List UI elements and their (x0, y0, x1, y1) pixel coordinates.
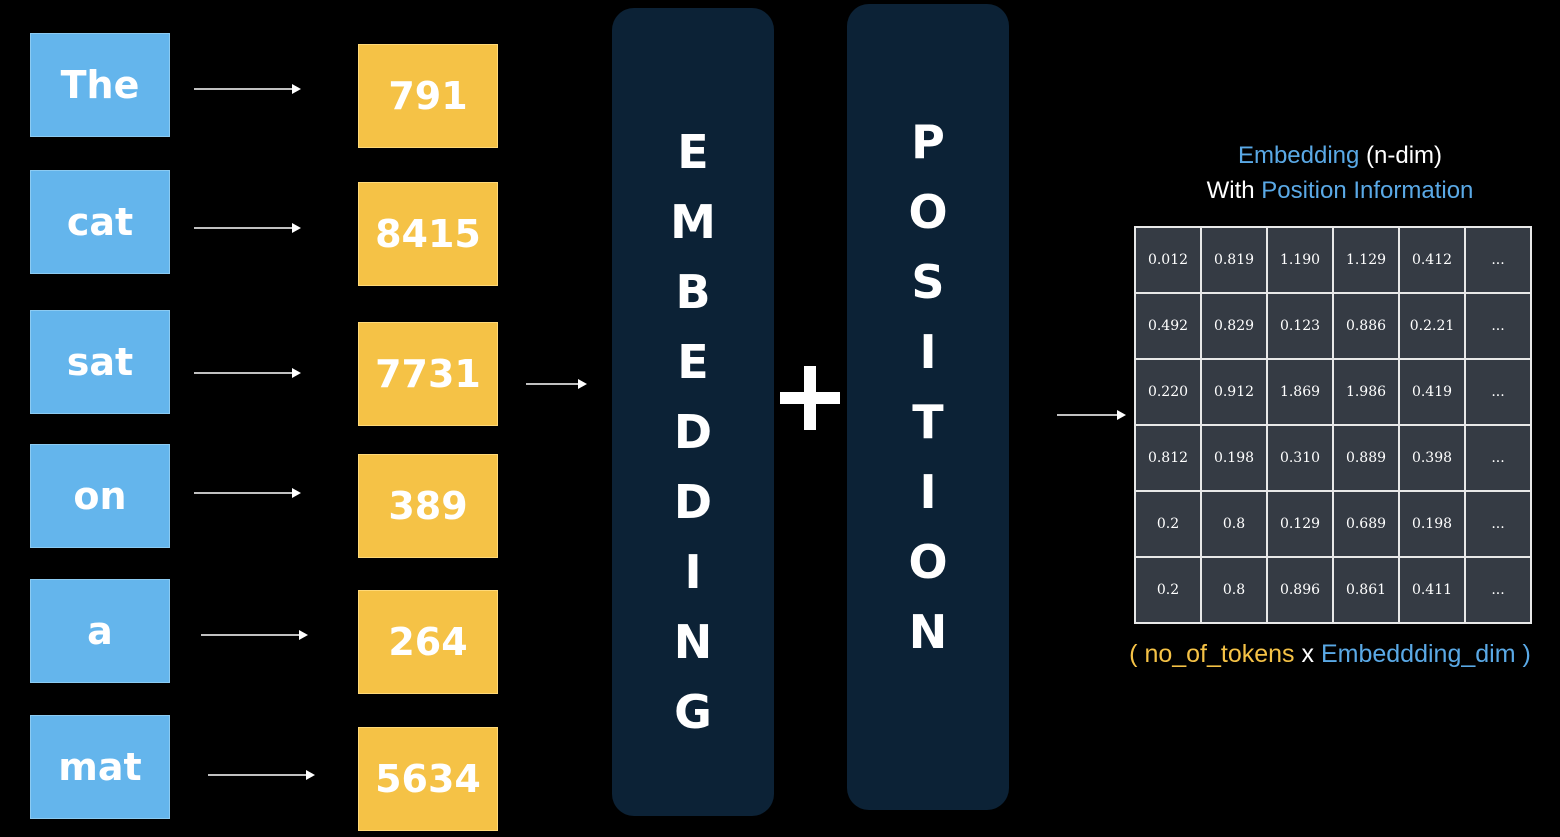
matrix-cell: ... (1464, 358, 1532, 426)
token-id-7731: 7731 (358, 322, 498, 426)
position-letter: I (919, 325, 937, 379)
matrix-cell: 0.829 (1200, 292, 1268, 360)
matrix-cell: 0.398 (1398, 424, 1466, 492)
embedding-letter: N (673, 615, 713, 669)
matrix-cell: ... (1464, 226, 1532, 294)
matrix-caption-line2: With Position Information (1120, 177, 1560, 205)
matrix-cell: 0.889 (1332, 424, 1400, 492)
matrix-cell: 0.2.21 (1398, 292, 1466, 360)
matrix-cell: 0.896 (1266, 556, 1334, 624)
matrix-cell: 0.198 (1200, 424, 1268, 492)
arrow-right-icon (1057, 409, 1127, 421)
token-on: on (30, 444, 170, 548)
matrix-cell: 1.869 (1266, 358, 1334, 426)
position-letter: S (911, 255, 945, 309)
caption-embedding: Embedding (1237, 142, 1360, 169)
embedding-letter: E (677, 335, 709, 389)
matrix-cell: 0.310 (1266, 424, 1334, 492)
matrix-row: 0.812 0.198 0.310 0.889 0.398 ... (1134, 424, 1532, 492)
matrix-cell: 0.220 (1134, 358, 1202, 426)
matrix-row: 0.012 0.819 1.190 1.129 0.412 ... (1134, 226, 1532, 294)
matrix-cell: 0.2 (1134, 556, 1202, 624)
token-id-264: 264 (358, 590, 498, 694)
token-cat: cat (30, 170, 170, 274)
matrix-cell: 1.129 (1332, 226, 1400, 294)
matrix-cell: 0.198 (1398, 490, 1466, 558)
embedding-letter: G (674, 685, 712, 739)
arrow-right-icon (194, 367, 302, 379)
arrow-right-icon (194, 83, 302, 95)
matrix-cell: 0.8 (1200, 490, 1268, 558)
embedding-letter: D (673, 405, 713, 459)
matrix-cell: 0.912 (1200, 358, 1268, 426)
matrix-row: 0.492 0.829 0.123 0.886 0.2.21 ... (1134, 292, 1532, 360)
embedding-block: E M B E D D I N G (612, 8, 774, 816)
matrix-cell: ... (1464, 490, 1532, 558)
matrix-cell: 0.8 (1200, 556, 1268, 624)
matrix-row: 0.2 0.8 0.896 0.861 0.411 ... (1134, 556, 1532, 624)
matrix-row: 0.2 0.8 0.129 0.689 0.198 ... (1134, 490, 1532, 558)
matrix-cell: 0.012 (1134, 226, 1202, 294)
arrow-right-icon (526, 378, 588, 390)
embedding-letter: B (675, 265, 711, 319)
matrix-cell: 0.123 (1266, 292, 1334, 360)
plus-icon (778, 362, 842, 434)
embedding-letter: M (670, 195, 716, 249)
matrix-cell: 0.412 (1398, 226, 1466, 294)
matrix-cell: 0.419 (1398, 358, 1466, 426)
arrow-right-icon (194, 222, 302, 234)
matrix-cell: ... (1464, 424, 1532, 492)
matrix-dimensions: ( no_of_tokens x Embeddding_dim ) (1100, 640, 1560, 669)
arrow-right-icon (208, 769, 316, 781)
position-letter: T (912, 395, 944, 449)
matrix-cell: ... (1464, 292, 1532, 360)
matrix-cell: 0.819 (1200, 226, 1268, 294)
embedding-matrix: 0.012 0.819 1.190 1.129 0.412 ... 0.492 … (1134, 226, 1532, 624)
token-mat: mat (30, 715, 170, 819)
dims-times: x (1301, 640, 1315, 668)
token-the: The (30, 33, 170, 137)
matrix-cell: 0.689 (1332, 490, 1400, 558)
embedding-letter: I (684, 545, 702, 599)
matrix-cell: 0.492 (1134, 292, 1202, 360)
matrix-cell: 0.812 (1134, 424, 1202, 492)
matrix-cell: 0.411 (1398, 556, 1466, 624)
caption-with: With (1206, 177, 1255, 204)
matrix-cell: 1.190 (1266, 226, 1334, 294)
matrix-cell: 0.2 (1134, 490, 1202, 558)
caption-position-information: Position Information (1261, 177, 1474, 204)
caption-ndim: (n-dim) (1366, 142, 1443, 169)
token-id-5634: 5634 (358, 727, 498, 831)
matrix-cell: 1.986 (1332, 358, 1400, 426)
dims-cols: Embeddding_dim (1320, 640, 1516, 668)
dims-close-paren: ) (1522, 640, 1531, 668)
position-letter: O (908, 535, 948, 589)
token-a: a (30, 579, 170, 683)
token-sat: sat (30, 310, 170, 414)
matrix-cell: 0.886 (1332, 292, 1400, 360)
embedding-letter: E (677, 125, 709, 179)
dims-open-paren: ( (1129, 640, 1138, 668)
dims-rows: no_of_tokens (1144, 640, 1295, 668)
arrow-right-icon (201, 629, 309, 641)
matrix-cell: ... (1464, 556, 1532, 624)
token-id-389: 389 (358, 454, 498, 558)
token-id-791: 791 (358, 44, 498, 148)
position-letter: I (919, 465, 937, 519)
token-id-8415: 8415 (358, 182, 498, 286)
matrix-cell: 0.861 (1332, 556, 1400, 624)
arrow-right-icon (194, 487, 302, 499)
matrix-caption-line1: Embedding (n-dim) (1120, 142, 1560, 170)
matrix-cell: 0.129 (1266, 490, 1334, 558)
position-block: P O S I T I O N (847, 4, 1009, 810)
position-letter: P (911, 115, 945, 169)
position-letter: N (908, 605, 948, 659)
matrix-row: 0.220 0.912 1.869 1.986 0.419 ... (1134, 358, 1532, 426)
position-letter: O (908, 185, 948, 239)
embedding-letter: D (673, 475, 713, 529)
